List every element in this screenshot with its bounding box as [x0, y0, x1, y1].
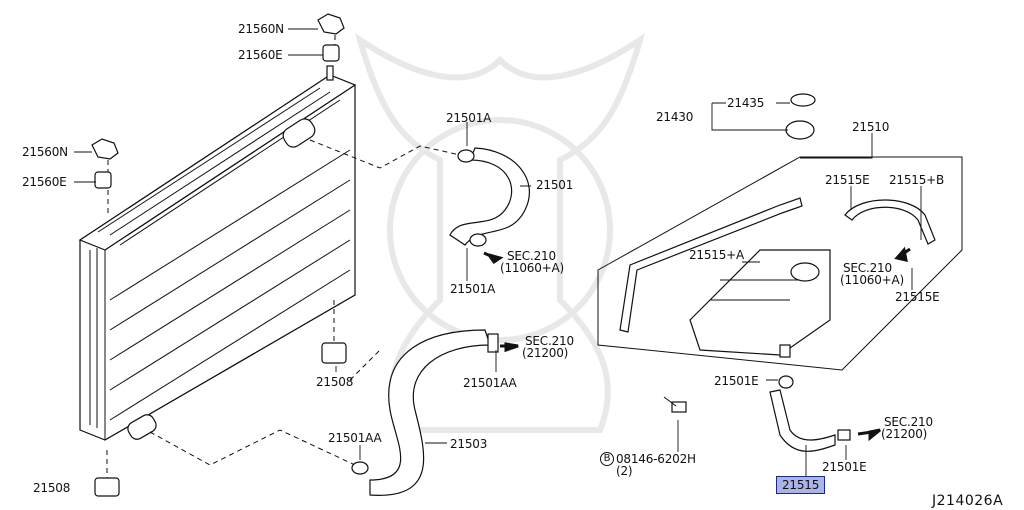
watermark-emblem [354, 32, 646, 433]
upper-hose [449, 147, 530, 247]
label-21560e-top: 21560E [238, 48, 283, 62]
label-21515a: 21515+A [689, 248, 745, 262]
sec-ref-1-title: SEC.210 [507, 249, 556, 263]
label-21435: 21435 [727, 96, 765, 110]
label-bolt-code: 08146-6202H [616, 452, 696, 466]
overflow-hose-a [619, 197, 803, 333]
label-21501e-top: 21501E [714, 374, 759, 388]
label-21510: 21510 [852, 120, 890, 134]
sec-ref-2-title: SEC.210 [525, 334, 574, 348]
label-21560n-left: 21560N [22, 145, 68, 159]
label-21560n-top: 21560N [238, 22, 284, 36]
label-21508-bot: 21508 [33, 481, 71, 495]
outlet-hose [769, 389, 836, 452]
label-21501a-bot: 21501A [450, 282, 496, 296]
diagram-code: J214026A [932, 493, 1004, 509]
arrow-sec-4 [857, 428, 881, 442]
reservoir-cap [785, 93, 816, 140]
label-21501: 21501 [536, 178, 574, 192]
sec-ref-4-title: SEC.210 [884, 415, 933, 429]
label-21501aa-bot: 21501AA [328, 431, 382, 445]
sec-ref-3-title: SEC.210 [843, 261, 892, 275]
hose-b [844, 199, 936, 245]
arrow-sec-3 [894, 246, 911, 262]
mount-bushing-top [317, 13, 345, 81]
label-21501e-bot: 21501E [822, 460, 867, 474]
bolt [663, 396, 687, 413]
reservoir-kit-outline [597, 156, 963, 371]
lower-hose [351, 329, 499, 496]
label-21515-highlighted[interactable]: 21515 [776, 476, 826, 494]
radiator [78, 74, 357, 441]
bolt-marker: B [600, 452, 614, 466]
label-21508-mid: 21508 [316, 375, 354, 389]
label-21560e-left: 21560E [22, 175, 67, 189]
label-bolt-qty: (2) [616, 464, 633, 478]
mount-bushing-left [91, 138, 119, 189]
label-21503: 21503 [450, 437, 488, 451]
label-21430: 21430 [656, 110, 694, 124]
label-21501a-top: 21501A [446, 111, 492, 125]
label-21515b: 21515+B [889, 173, 945, 187]
label-21501aa-mid: 21501AA [463, 376, 517, 390]
label-21515e-right: 21515E [895, 290, 940, 304]
label-21515e-top: 21515E [825, 173, 870, 187]
sec-ref-4-sub: (21200) [881, 427, 928, 441]
arrow-sec-1 [483, 251, 504, 265]
sec-ref-3-sub: (11060+A) [840, 273, 905, 287]
arrow-sec-2 [500, 342, 519, 353]
sec-ref-1-sub: (11060+A) [500, 261, 565, 275]
sec-ref-2-sub: (21200) [522, 346, 569, 360]
reservoir-tank [689, 249, 831, 358]
